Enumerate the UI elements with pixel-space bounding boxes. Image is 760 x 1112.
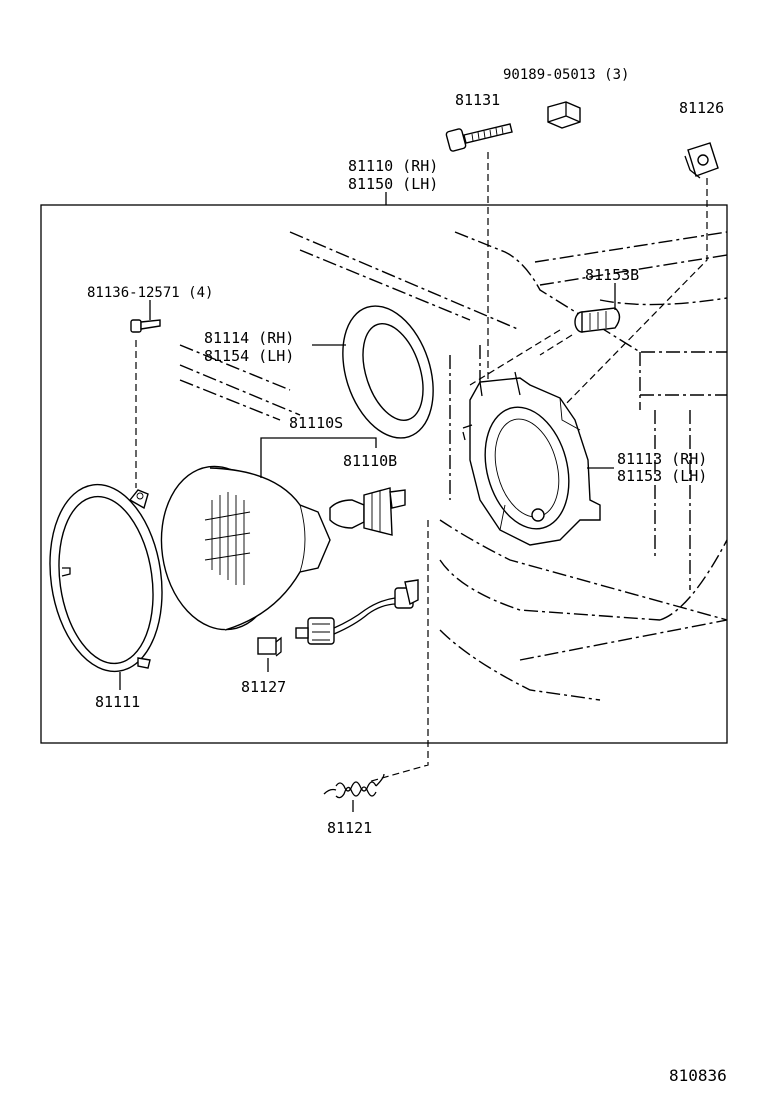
label-81110b: 81110B [343,452,397,470]
sealed-beam-81110s-leader [260,437,377,478]
install-lines [135,152,708,783]
label-81154: 81154 (LH) [204,347,294,365]
label-81113: 81113 (RH) [617,450,707,468]
socket-81153b-icon [574,307,621,333]
nut-81126-icon [684,142,719,179]
label-81110: 81110 (RH) [348,157,438,175]
label-81111: 81111 [95,693,140,711]
body-outline [179,231,728,701]
label-90189: 90189-05013 (3) [503,67,629,83]
label-81153b: 81153B [585,266,639,284]
bulb-81110b-icon [329,487,406,536]
label-81114: 81114 (RH) [204,329,294,347]
label-81150: 81150 (LH) [348,175,438,193]
label-81126: 81126 [679,99,724,117]
label-81127: 81127 [241,678,286,696]
sealed-beam-81110s-icon [160,465,331,631]
label-81110s: 81110S [289,414,343,432]
label-81136: 81136-12571 (4) [87,285,213,301]
drawing-number: 810836 [669,1066,727,1085]
bolt-81131-icon [445,123,513,152]
wire-harness-icon [295,579,419,645]
bezel-ring-81111-icon [49,483,163,673]
spring-81121-icon [323,773,385,799]
mounting-bracket-81113-icon [462,371,601,546]
assembly-frame [40,204,728,744]
screw-81136-icon [130,319,161,333]
label-81121: 81121 [327,819,372,837]
gasket-ring-81114-icon [342,305,434,439]
connector-81127-icon [257,636,282,657]
clip-90189-icon [547,101,581,129]
label-81131: 81131 [455,91,500,109]
label-81153: 81153 (LH) [617,467,707,485]
